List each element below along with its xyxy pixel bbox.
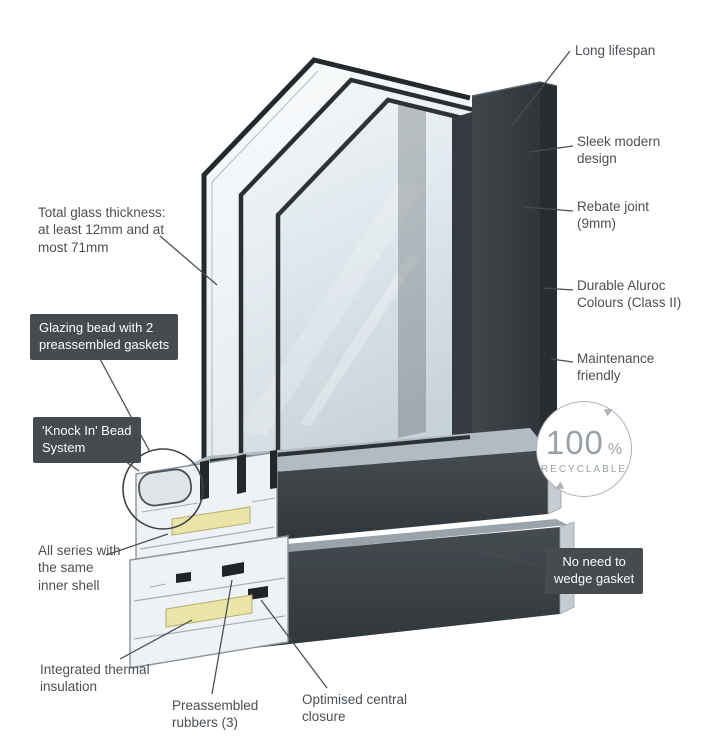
leader-inner-shell: [105, 533, 169, 556]
callout-rebate-joint: Rebate joint (9mm): [577, 199, 650, 232]
glazing-bead-profile: [138, 468, 193, 507]
glass-stack: [201, 57, 545, 510]
callout-maintenance-friendly: Maintenance friendly: [577, 351, 655, 384]
profile-chamber-line: [149, 583, 167, 588]
badge-glazing-bead: Glazing bead with 2 preassembled gaskets: [30, 314, 179, 360]
glass-inner-edge-line: [211, 70, 319, 462]
bead-highlight-circle: [122, 448, 204, 530]
sash-vertical-edge: [452, 112, 472, 500]
callout-central-closure: Optimised central closure: [302, 692, 408, 725]
leader-rebate-joint: [523, 206, 574, 212]
leader-preassembled-rubbers: [211, 579, 233, 695]
rubber-gasket: [176, 572, 191, 583]
leader-glass-thickness: [159, 235, 218, 286]
callout-thermal-insulation: Integrated thermal insulation: [40, 662, 150, 695]
profile-chamber-line: [139, 526, 275, 550]
glass-edge-front: [201, 57, 471, 470]
recyclable-badge: 100 % RECYCLABLE: [536, 401, 632, 497]
recycle-value-row: 100 %: [546, 424, 622, 462]
thermal-break-sash: [171, 506, 251, 536]
frame-top-highlight: [539, 81, 558, 87]
badge-no-wedge-gasket: No need to wedge gasket: [545, 548, 644, 594]
central-closure-gasket: [248, 586, 268, 600]
recycle-number: 100: [545, 423, 604, 461]
leader-central-closure: [260, 599, 328, 689]
recycle-label: RECYCLABLE: [540, 463, 628, 475]
recycle-percent-sign: %: [607, 440, 623, 458]
frame-vertical-side-face: [540, 82, 557, 458]
callout-long-lifespan: Long lifespan: [575, 43, 656, 58]
leader-long-lifespan: [510, 50, 571, 128]
leader-thermal-insulation: [119, 619, 193, 660]
glass-reflection: [240, 182, 424, 436]
leader-glazing-bead: [99, 358, 151, 453]
glass-slot: [270, 450, 277, 489]
frame-reflection-band: [398, 102, 426, 438]
frame-top-highlight: [471, 81, 541, 97]
callout-glass-thickness: Total glass thickness: at least 12mm and…: [38, 205, 166, 255]
rubber-gasket: [222, 562, 244, 577]
glass-pane-front: [204, 60, 470, 470]
callout-durable-colours: Durable Aluroc Colours (Class II): [577, 278, 682, 311]
leader-sleek-modern-design: [528, 145, 574, 153]
glass-edge-middle: [238, 77, 508, 490]
profile-chamber-line: [251, 497, 276, 503]
reflection-streak: [300, 256, 419, 426]
frame-vertical-front-face: [472, 82, 540, 494]
leader-durable-colours: [542, 287, 574, 291]
leader-no-wedge-gasket: [458, 546, 543, 567]
frame-profile-section: [129, 535, 289, 669]
badge-knock-in-bead: 'Knock In' Bead System: [33, 417, 141, 463]
callout-preassembled-rubbers: Preassembled rubbers (3): [172, 698, 259, 731]
leader-lines: [99, 50, 574, 695]
profile-chamber-line: [141, 502, 199, 513]
reflection-streak: [240, 182, 424, 436]
glass-slot: [237, 454, 246, 494]
callout-inner-shell: All series with the same inner shell: [38, 543, 121, 593]
callout-sleek-modern-design: Sleek modern design: [577, 134, 661, 167]
profile-chamber-line: [133, 615, 286, 640]
thermal-break-frame: [165, 594, 253, 628]
frame-vertical-member: [452, 81, 558, 500]
profile-chamber-line: [133, 577, 286, 602]
leader-maintenance-friendly: [550, 358, 574, 363]
